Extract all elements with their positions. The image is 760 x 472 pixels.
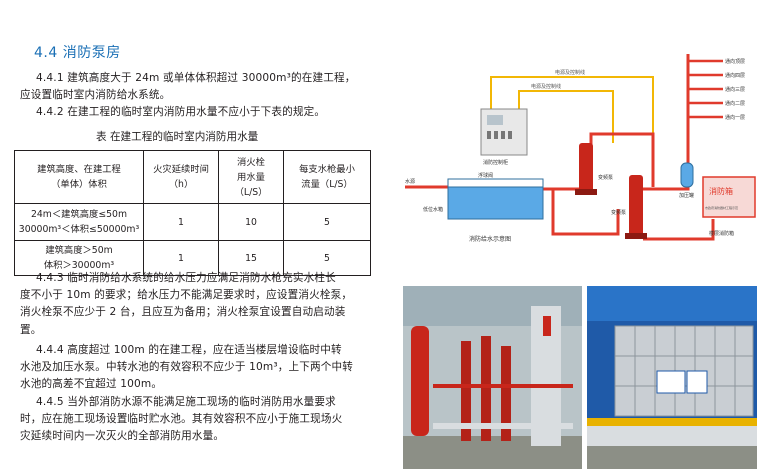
text-line: 4.4.2 在建工程的临时室内消防用水量不应小于下表的规定。 [36,106,326,119]
pump-room-photo [403,286,582,469]
header-building: 建筑高度、在建工程 （单体）体积 [14,150,144,204]
outlet-label: 通向二层 [725,100,745,107]
suction-pipe-2 [551,189,620,236]
fire-water-schematic: 电源及控制线 电源及控制线 消防控制柜 通向顶层 通向四层 通向三层 通向二层 … [405,54,756,243]
pump-label: 变频泵 [611,209,626,216]
pressure-tank [680,162,694,188]
tank-sign [686,370,708,394]
outlet-label: 通向一层 [725,114,745,121]
cell-duration: 1 [143,203,219,241]
paragraph-4-4-1: 4.4.1 建筑高度大于 24m 或单体体积超过 30000m³的在建工程， 应… [20,70,362,122]
tank-sign [656,370,686,394]
text-line: 水池及加压水泵。中转水池的有效容积不应少于 10m³，上下两个中转 [20,361,353,374]
safety-barrier [587,418,757,426]
outlet-pipes [688,59,723,119]
paragraph-4-4-4: 4.4.4 高度超过 100m 的在建工程，应在适当楼层增设临时中转 水池及加压… [20,342,362,394]
outlet-label: 通向四层 [725,72,745,79]
fire-hydrant-box [702,176,756,218]
tank-label: 低位水箱 [423,206,443,213]
cell-flow: 10 [218,203,284,241]
header-duration: 火灾延续时间 （h） [143,150,219,204]
text-line: 4.4.5 当外部消防水源不能满足施工现场的临时消防用水量要求 [36,396,336,408]
wire-label: 电源及控制线 [531,83,561,90]
text-line: 4.4.3 临时消防给水系统的给水压力应满足消防水枪充实水柱长 [36,272,336,284]
wire-label: 电源及控制线 [555,69,585,76]
fire-box-label: 消防箱 [709,186,733,196]
table-row: 建筑高度＞50m 体积＞30000m³ 1 15 5 [14,240,371,276]
diagram-caption: 消防给水示意图 [469,235,511,243]
cabinet-label: 消防控制柜 [483,159,508,166]
pump [461,341,471,441]
cell-min-flow: 5 [283,203,371,241]
cell-condition: 24m＜建筑高度≤50m 30000m³＜体积≤50000m³ [14,203,144,241]
header-min-flow: 每支水枪最小 流量（L/S） [283,150,371,204]
cabinet-switches [487,131,512,139]
pump [481,336,491,441]
header-flow: 消火栓 用水量 （L/S） [218,150,284,204]
text-line: 4.4.1 建筑高度大于 24m 或单体体积超过 30000m³的在建工程， [36,72,356,84]
control-wire [490,76,555,109]
water-tank-photo [587,286,757,469]
table-header-row: 建筑高度、在建工程 （单体）体积 火灾延续时间 （h） 消火栓 用水量 （L/S… [14,150,371,204]
cell-min-flow: 5 [283,240,371,276]
paragraph-4-4-3: 4.4.3 临时消防给水系统的给水压力应满足消防水枪充实水柱长 度不小于 10m… [20,270,362,339]
source-label: 水源 [405,178,415,185]
cell-condition: 建筑高度＞50m 体积＞30000m³ [14,240,144,276]
suction-pipe [543,149,583,191]
text-line: 水池的高差不宜超过 100m。 [20,378,163,391]
pump-2 [629,175,643,237]
low-water-tank [447,186,544,220]
pump-label: 变频泵 [598,174,613,181]
pump [501,346,511,441]
fire-box-sub-label: 市政府消防器材工程示范 [705,205,738,210]
pressure-tank-label: 加压罐 [679,192,694,199]
pump-1 [579,143,593,193]
text-line: 消火栓泵不应少于 2 台，且应互为备用；消火栓泵宜设置自动启动装 [20,306,346,319]
hydrant-pipe [643,219,715,241]
text-line: 度不小于 10m 的要求；给水压力不能满足要求时，应设置消火栓泵， [20,289,353,302]
pressure-vessel [411,326,429,436]
table-row: 24m＜建筑高度≤50m 30000m³＜体积≤50000m³ 1 10 5 [14,203,371,241]
text-line: 时，应在施工现场设置临时贮水池。其有效容积不应小于施工现场火 [20,413,343,426]
text-line: 4.4.4 高度超过 100m 的在建工程，应在适当楼层增设临时中转 [36,344,342,356]
paragraph-4-4-5: 4.4.5 当外部消防水源不能满足施工现场的临时消防用水量要求 时，应在施工现场… [20,394,362,446]
text-line: 应设置临时室内消防给水系统。 [20,89,171,102]
tank-top [447,178,544,188]
outlet-label: 通向三层 [725,86,745,93]
cabinet-display [487,115,503,125]
text-line: 置。 [20,323,42,336]
text-line: 灾延续时间内一次灭火的全部消防用水量。 [20,430,225,443]
float-valve-label: 浮球阀 [478,172,493,179]
table-caption: 表 在建工程的临时室内消防用水量 [96,131,259,143]
floor-hydrant-label: 楼层消防箱 [709,230,734,237]
outlet-label: 通向顶层 [725,58,745,65]
section-heading: 4.4 消防泵房 [34,45,121,61]
water-usage-table: 建筑高度、在建工程 （单体）体积 火灾延续时间 （h） 消火栓 用水量 （L/S… [14,150,371,276]
discharge-pipe [589,132,655,187]
control-wire [518,90,614,143]
